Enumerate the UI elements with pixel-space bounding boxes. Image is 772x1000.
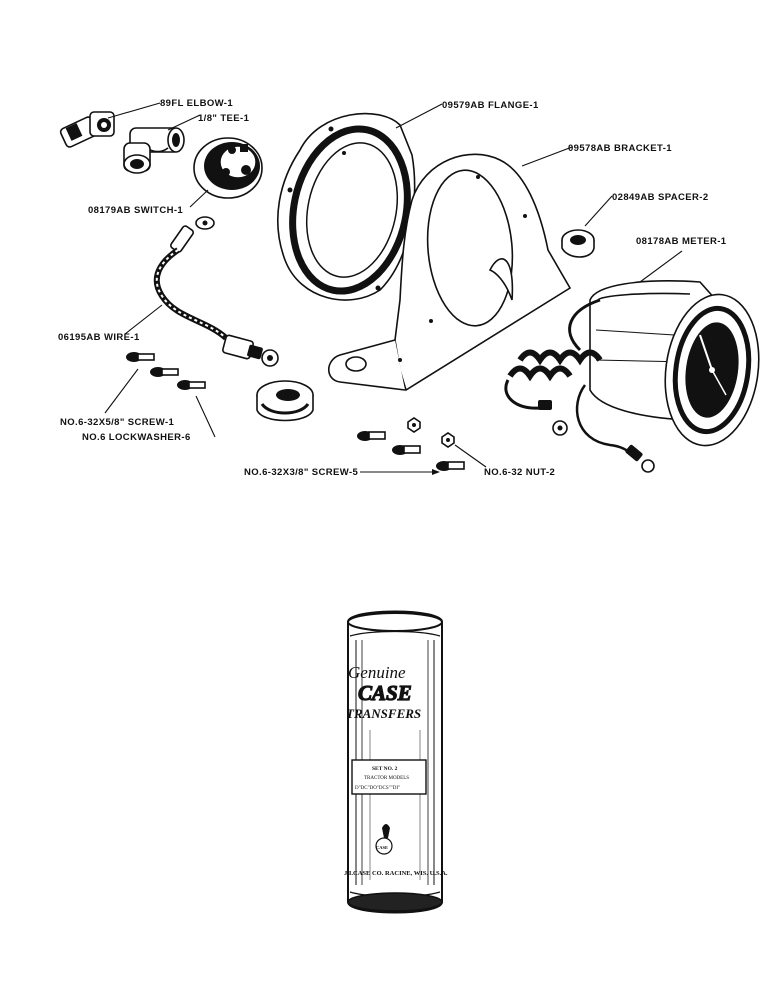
switch-body xyxy=(193,137,263,199)
tee-label: 1/8" TEE-1 xyxy=(198,113,250,124)
can-label-models: TRACTOR MODELS xyxy=(364,776,409,781)
can-logo-text: CASE xyxy=(376,845,388,850)
screw-short-group xyxy=(126,352,206,390)
bracket-plate xyxy=(327,153,572,392)
bracket-label: 09578AB BRACKET-1 xyxy=(568,143,672,154)
can-label-set: SET NO. 2 xyxy=(372,766,398,772)
elbow-label: 89FL ELBOW-1 xyxy=(160,98,233,109)
spacer-lower xyxy=(256,380,314,422)
screw-long-label: NO.6-32X3/8" SCREW-5 xyxy=(244,467,359,478)
transfers-can xyxy=(347,610,443,914)
elbow-fitting xyxy=(59,111,115,148)
spacer-label: 02849AB SPACER-2 xyxy=(612,192,709,203)
wire-assembly xyxy=(153,216,279,367)
spacer-upper xyxy=(561,229,595,258)
meter-label: 08178AB METER-1 xyxy=(636,236,727,247)
flange-ring xyxy=(277,112,416,301)
tee-fitting xyxy=(123,127,185,174)
screw-short-label: NO.6-32X5/8" SCREW-1 xyxy=(60,417,175,428)
can-text-transfers: TRANSFERS xyxy=(346,706,421,721)
nut-group xyxy=(407,417,455,448)
lockwasher-label: NO.6 LOCKWASHER-6 xyxy=(82,432,191,443)
can-text-case: CASE xyxy=(358,681,412,705)
can-text-genuine: Genuine xyxy=(348,663,406,682)
wire-label: 06195AB WIRE-1 xyxy=(58,332,140,343)
nut-label: NO.6-32 NUT-2 xyxy=(484,467,555,478)
flange-label: 09579AB FLANGE-1 xyxy=(442,100,539,111)
meter-gauge xyxy=(568,280,760,447)
meter-leads xyxy=(504,349,655,473)
screw-long-group xyxy=(357,431,465,471)
can-label-codes: D"DC"DO"DCS""DI" xyxy=(355,786,400,791)
switch-label: 08179AB SWITCH-1 xyxy=(88,205,183,216)
can-bottom-text: J.I.CASE CO. RACINE, WIS. U.S.A. xyxy=(344,870,448,877)
